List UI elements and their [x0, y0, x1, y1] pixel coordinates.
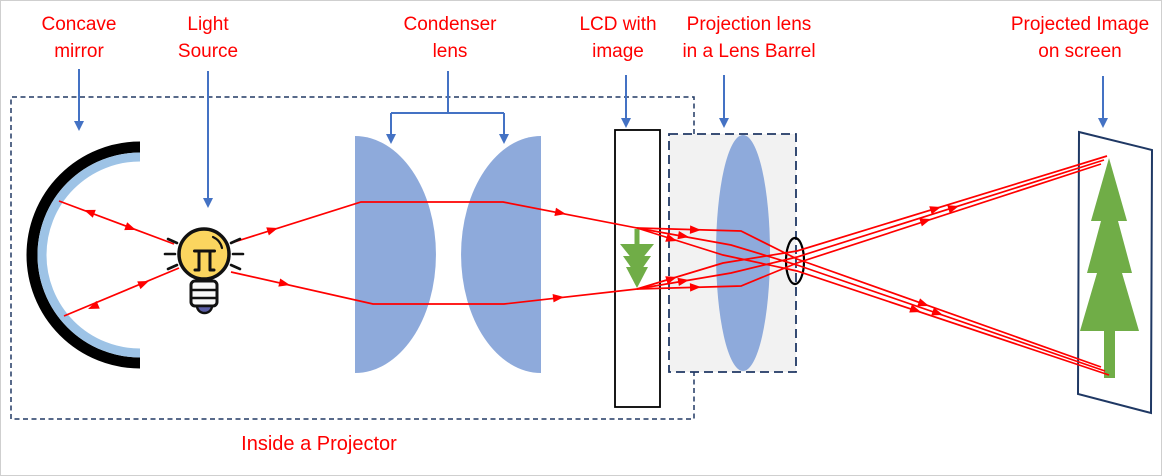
projection-lens — [716, 135, 770, 371]
label-condenser-lens: Condenser lens — [403, 14, 497, 62]
arrowhead-icon — [88, 300, 100, 309]
arrowhead-icon — [621, 118, 631, 128]
mirror-outer-arc — [26, 141, 141, 369]
pointer-condenser-bracket — [390, 71, 505, 138]
ray-condenser-upper — [230, 201, 638, 244]
arrowhead-icon — [909, 304, 921, 313]
label-light-source: Light Source — [177, 14, 239, 62]
arrowhead-icon — [665, 276, 677, 285]
lcd-inverted-image — [620, 229, 654, 288]
ray-condenser-lower — [230, 271, 638, 305]
ray-mirror-lower — [63, 267, 180, 317]
label-concave-mirror: Concave mirror — [41, 14, 117, 62]
arrowhead-icon — [499, 134, 509, 144]
light-bulb-icon — [163, 227, 245, 315]
arrowhead-icon — [1098, 118, 1108, 128]
arrowhead-icon — [677, 277, 689, 287]
concave-mirror — [26, 141, 141, 369]
arrowhead-icon — [919, 218, 931, 227]
arrowhead-icon — [266, 227, 278, 236]
ray-bottom-1 — [636, 163, 1102, 290]
light-rays — [58, 155, 1110, 376]
diagram-caption: Inside a Projector — [241, 433, 397, 455]
arrowhead-icon — [689, 283, 701, 292]
ray-bottom-3 — [636, 155, 1108, 290]
pointer-arrows — [78, 69, 1104, 202]
arrowhead-icon — [917, 298, 929, 307]
arrowhead-icon — [278, 278, 290, 287]
arrowhead-icon — [386, 134, 396, 144]
pointer-arrowheads — [74, 118, 1108, 208]
arrowhead-icon — [84, 209, 96, 218]
arrowhead-icon — [554, 207, 566, 217]
arrowhead-icon — [74, 121, 84, 131]
arrowhead-icon — [124, 222, 136, 231]
arrowhead-icon — [552, 294, 564, 303]
projected-tree-image — [1080, 158, 1139, 378]
arrowhead-icon — [931, 307, 943, 316]
label-projection-lens: Projection lens in a Lens Barrel — [682, 14, 816, 62]
ray-top-3 — [636, 227, 1110, 376]
ray-arrowheads — [84, 205, 959, 316]
condenser-lens-left — [355, 136, 436, 373]
arrowhead-icon — [929, 206, 941, 215]
arrowhead-icon — [947, 205, 959, 214]
arrowhead-icon — [665, 233, 677, 242]
label-projected-image: Projected Image on screen — [1010, 14, 1150, 62]
mirror-inner-arc — [37, 152, 141, 358]
label-lcd: LCD with image — [579, 14, 657, 62]
arrowhead-icon — [719, 118, 729, 128]
arrowhead-icon — [203, 198, 213, 208]
ray-top-1 — [636, 227, 1102, 368]
ray-mirror-upper — [58, 200, 175, 245]
condenser-lens-right — [461, 136, 541, 373]
arrowhead-icon — [677, 230, 689, 240]
arrowhead-icon — [689, 225, 701, 234]
arrowhead-icon — [137, 281, 149, 290]
